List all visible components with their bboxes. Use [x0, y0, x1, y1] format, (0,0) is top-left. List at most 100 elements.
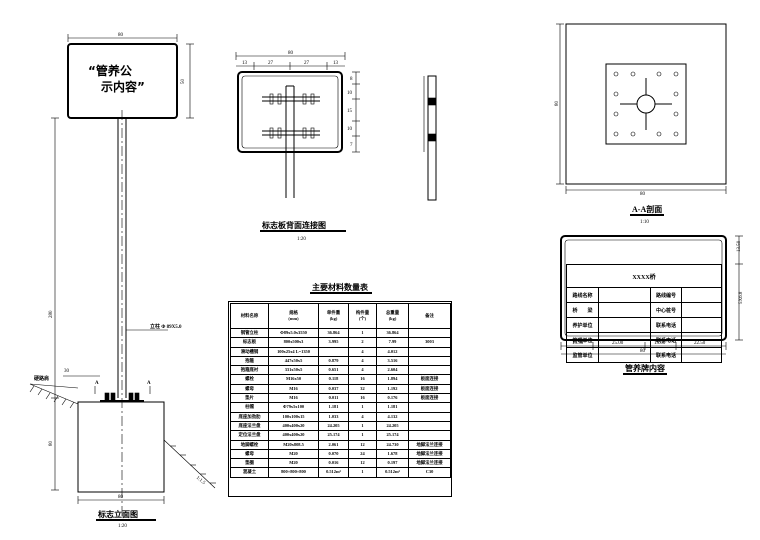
material-name: 抱箍底衬 — [230, 365, 269, 376]
material-remark — [408, 346, 451, 357]
back-dim-seg-0: 13 — [242, 61, 248, 66]
material-unit-weight: 3.995 — [318, 337, 349, 348]
material-spec: 800x500x3 — [268, 337, 319, 348]
material-spec: 100x100x15 — [268, 411, 319, 422]
material-unit-weight: 25.174 — [318, 430, 349, 441]
material-remark — [408, 327, 451, 339]
back-dim-width: 80 — [288, 51, 294, 56]
material-unit-weight: 0.879 — [318, 355, 349, 367]
material-count: 12 — [348, 458, 377, 469]
material-name: 底座法兰盘 — [230, 420, 269, 432]
material-count: 1 — [348, 327, 377, 339]
table-cell: 路线名称 — [566, 287, 599, 303]
material-total-weight: 24.205 — [376, 420, 409, 432]
material-total-weight: 1.894 — [376, 374, 409, 385]
back-dim-right-2: 15 — [347, 109, 353, 114]
clamp-blocks — [269, 93, 315, 139]
material-count: 4 — [348, 365, 377, 376]
material-spec: 400x400x20 — [268, 420, 319, 432]
material-name: 标志板 — [230, 337, 269, 348]
back-scale: 1:20 — [297, 237, 306, 242]
material-name: 钢管立柱 — [230, 327, 269, 339]
material-table-frame — [228, 301, 452, 497]
material-unit-weight: 0.512m³ — [318, 467, 349, 478]
material-unit-weight — [318, 346, 349, 357]
material-remark: 板面连接 — [408, 393, 451, 404]
elev-scale: 1:20 — [118, 524, 127, 529]
table-cell — [680, 317, 723, 333]
material-remark: 地脚法兰连接 — [408, 458, 451, 469]
material-spec: 447x50x5 — [268, 355, 319, 367]
table-cell: 联系电话 — [650, 332, 682, 348]
table-row: 管理单位 联系电话 — [566, 332, 723, 348]
material-name: 垫圈 — [230, 458, 269, 469]
ground-hatch — [29, 385, 75, 409]
material-name: 螺母 — [230, 383, 269, 395]
section-aa-view: 80 80 A-A剖面 1:10 — [555, 23, 727, 225]
back-dim-right-3: 10 — [347, 127, 353, 132]
table-cell — [598, 332, 651, 348]
elev-dim-base-height: 80 — [49, 441, 54, 447]
table-cell — [598, 347, 651, 363]
table-cell — [680, 332, 723, 348]
material-spec: M16 — [268, 383, 319, 395]
material-header-name: 材料名称 — [230, 303, 269, 329]
material-name: 螺栓 — [230, 374, 269, 385]
elev-label-slope: 1:1.5 — [195, 476, 206, 487]
material-spec: M20x808.5 — [268, 439, 319, 450]
content-sign-rows: 路线名称 路线编号 桥 梁 中心桩号 养护单位 联系电话 管理单位 联系电话 监… — [566, 287, 723, 363]
material-spec: 400x400x20 — [268, 430, 319, 441]
material-total-weight: 36.864 — [376, 327, 409, 339]
material-name: 混凝土 — [230, 467, 269, 478]
table-cell — [680, 302, 723, 318]
material-name: 垫片 — [230, 393, 269, 404]
material-remark: C30 — [408, 467, 451, 478]
material-total-weight: 1.192 — [376, 383, 409, 395]
material-total-weight: 3.516 — [376, 355, 409, 367]
material-header-count: 构件量 (个) — [348, 303, 377, 329]
table-cell — [680, 287, 723, 303]
material-table-header-row: 材料名称 规格 (mm) 单件重 (kg) 构件量 (个) 总重量 (kg) 备… — [230, 303, 451, 329]
material-count: 1 — [348, 420, 377, 432]
material-remark — [408, 411, 451, 422]
material-unit-weight: 0.651 — [318, 365, 349, 376]
material-spec: 331x50x5 — [268, 365, 319, 376]
table-cell — [598, 317, 651, 333]
material-count: 12 — [348, 439, 377, 450]
section-mark-left: A — [95, 381, 99, 386]
material-name: 抱箍 — [230, 355, 269, 367]
material-name: 螺母 — [230, 448, 269, 460]
material-total-weight: 0.197 — [376, 458, 409, 469]
material-name: 定位法兰盘 — [230, 430, 269, 441]
aa-scale: 1:10 — [640, 220, 649, 225]
table-cell: 联系电话 — [650, 317, 682, 333]
material-total-weight: 2.604 — [376, 365, 409, 376]
table-row: 监管单位 联系电话 — [566, 347, 723, 363]
elev-dim-base-width: 80 — [118, 495, 124, 500]
material-spec: 800×800×800 — [268, 467, 319, 478]
table-cell: 桥 梁 — [566, 302, 599, 318]
material-count: 1 — [348, 430, 377, 441]
material-remark: 板面连接 — [408, 374, 451, 385]
elev-sign-text-line2: 示内容” — [101, 80, 145, 94]
material-remark — [408, 355, 451, 367]
material-name: 底座加劲肋 — [230, 411, 269, 422]
table-cell: 联系电话 — [650, 347, 682, 363]
material-total-weight: 7.99 — [376, 337, 409, 348]
material-spec: Φ79x5x100 — [268, 402, 319, 413]
material-table-title: 主要材料数量表 — [312, 282, 369, 292]
material-unit-weight: 1.033 — [318, 411, 349, 422]
content-title: 管养牌内容 — [625, 363, 665, 373]
table-cell: 监管单位 — [566, 347, 599, 363]
